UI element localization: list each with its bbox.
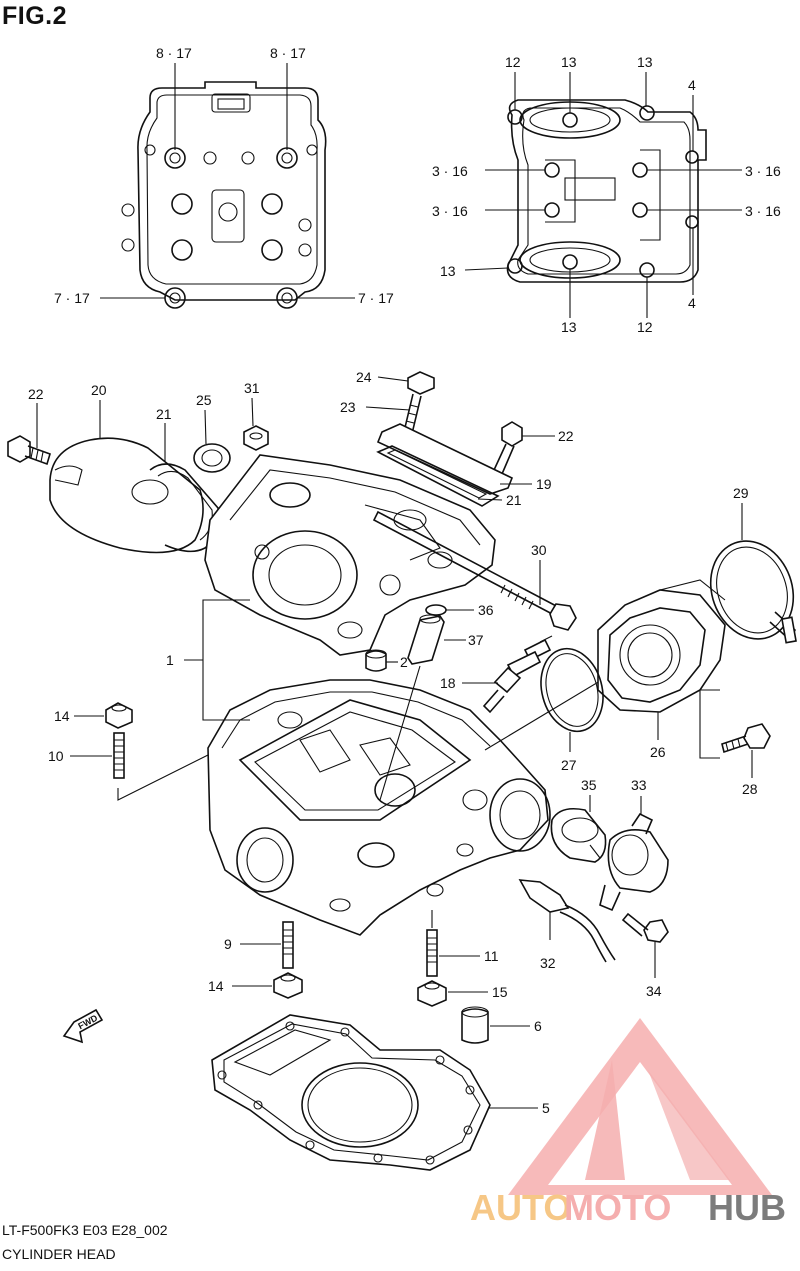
callout-33: 33 [631,777,647,793]
callout-8-17-left: 8 · 17 [156,45,192,61]
callout-11: 11 [484,948,499,964]
callout-35: 35 [581,777,597,793]
callout-36: 36 [478,602,494,618]
callout-34: 34 [646,983,662,999]
part-22-bolt-right [492,421,523,476]
part-14-nut-upper [105,702,133,729]
callout-3-16-left-upper: 3 · 16 [432,163,468,179]
callout-8-17-right: 8 · 17 [270,45,306,61]
callout-22-left: 22 [28,386,44,402]
part-18-spark-plug [482,635,553,714]
part-26-intake-pipe [597,579,726,713]
callout-37: 37 [468,632,484,648]
callout-13-top-center: 13 [561,54,577,70]
part-32-temperature-sensor [518,879,616,963]
callout-21-left: 21 [156,406,172,422]
part-21-gasket-right [376,445,500,507]
callout-10: 10 [48,748,64,764]
callout-29: 29 [733,485,749,501]
callout-13-left: 13 [440,263,456,279]
part-27-o-ring [540,647,604,733]
callout-24: 24 [356,369,372,385]
callout-25: 25 [196,392,212,408]
callout-26: 26 [650,744,666,760]
part-37-sleeve-pipe [407,614,445,665]
callout-2: 2 [400,654,408,670]
part-10-stud-bolt [113,732,125,779]
figure-title: FIG.2 [2,2,68,30]
part-34-bolt [621,912,669,943]
watermark-hub-text: HUB [708,1187,786,1228]
callout-21-right: 21 [506,492,522,508]
part-2-dowel-pin [365,649,387,672]
head-bolt-pattern-view [121,81,327,309]
part-19-cover-plate [376,423,514,495]
callout-28: 28 [742,781,758,797]
callout-23: 23 [340,399,356,415]
callout-15: 15 [492,984,508,1000]
watermark-moto-text: MOTO [564,1187,671,1228]
watermark-auto-text: AUTO [470,1187,571,1228]
watermark-logo: AUTO MOTO HUB [470,1018,786,1228]
callout-7-17-right: 7 · 17 [358,290,394,306]
callout-20: 20 [91,382,107,398]
part-6-dowel-pin [461,1006,489,1044]
callout-19: 19 [536,476,552,492]
section-name-caption: CYLINDER HEAD [2,1246,116,1262]
callout-7-17-left: 7 · 17 [54,290,90,306]
callout-6: 6 [534,1018,542,1034]
model-code-caption: LT-F500FK3 E03 E28_002 [2,1222,168,1238]
part-25-oil-seal [193,443,231,473]
callout-14-lower: 14 [208,978,224,994]
callout-31: 31 [244,380,260,396]
callout-13-top-right: 13 [637,54,653,70]
callout-4-bottom: 4 [688,295,696,311]
callout-3-16-left-lower: 3 · 16 [432,203,468,219]
part-24-bolt-head [407,371,435,395]
head-cover-bolt-pattern-view [506,99,707,283]
part-35-thermostat [550,807,607,863]
camshaft-housing [204,454,496,656]
part-20-cam-cover [49,437,204,554]
part-30-long-bolt [372,510,577,631]
fwd-direction-arrow: FWD [62,1008,104,1044]
part-15-nut [417,980,447,1007]
part-31-nut [243,425,269,451]
callout-4-top: 4 [688,77,696,93]
part-5-head-gasket [211,1014,491,1171]
callout-12-top: 12 [505,54,521,70]
callout-30: 30 [531,542,547,558]
callout-9: 9 [224,936,232,952]
callout-14-upper: 14 [54,708,70,724]
part-28-bolt [721,723,771,754]
callout-3-16-right-lower: 3 · 16 [745,203,781,219]
part-9-stud-bolt [282,921,294,969]
callout-1: 1 [166,652,174,668]
part-1-cylinder-head [207,679,551,936]
callout-13-bottom: 13 [561,319,577,335]
part-33-thermostat-cover [599,812,669,912]
part-22-bolt-left [7,435,51,466]
part-14-nut-lower [273,972,303,999]
callout-3-16-right-upper: 3 · 16 [745,163,781,179]
part-11-stud-bolt [426,929,438,977]
part-36-o-ring [425,604,447,616]
callout-32: 32 [540,955,556,971]
callout-12-bottom: 12 [637,319,653,335]
callout-22-right: 22 [558,428,574,444]
callout-18: 18 [440,675,456,691]
callout-27: 27 [561,757,577,773]
part-29-hose-clamp [709,540,797,644]
callout-5: 5 [542,1100,550,1116]
